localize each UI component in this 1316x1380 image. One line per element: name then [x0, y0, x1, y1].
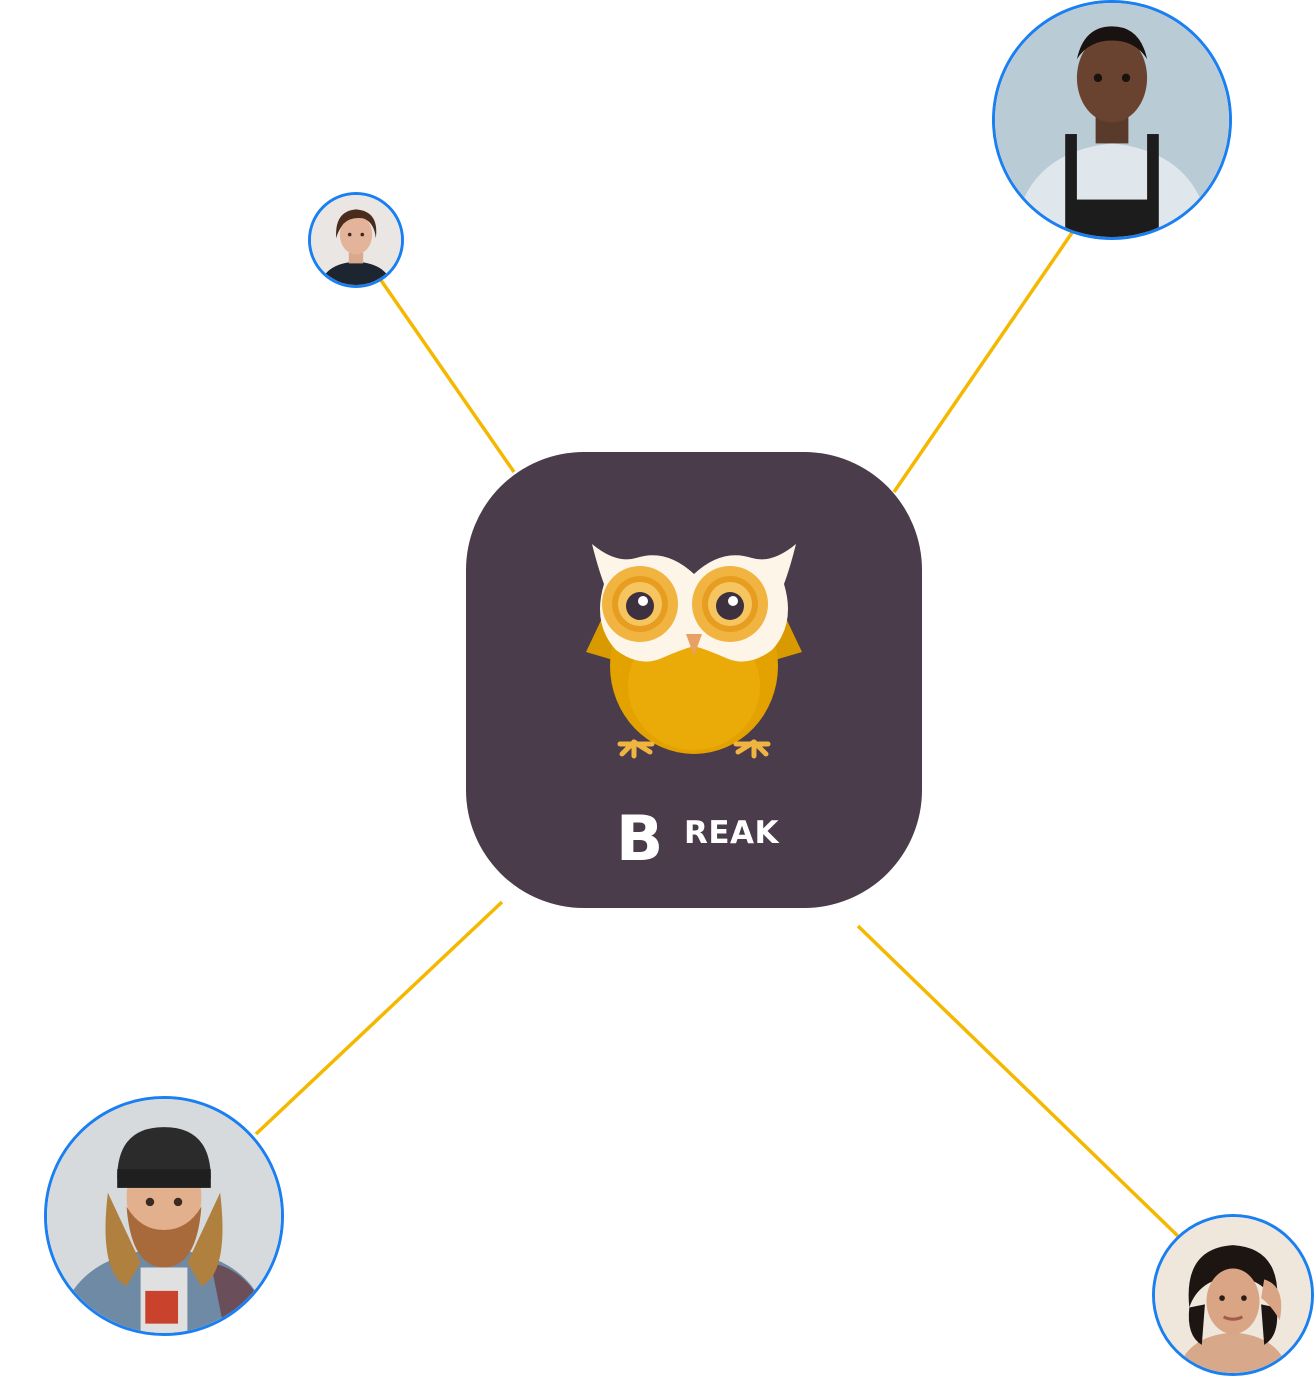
connector-line-bottom-right — [856, 924, 1184, 1242]
wordmark-text: REAK — [684, 815, 780, 851]
person-photo-icon — [47, 1099, 281, 1333]
wordmark-initial: B — [616, 802, 664, 875]
connector-line-top-right — [892, 223, 1080, 493]
user-avatar-man-overalls[interactable] — [992, 0, 1232, 240]
connector-line-bottom-left — [254, 900, 504, 1136]
connector-line-top-left — [376, 275, 516, 473]
person-photo-icon — [311, 195, 401, 285]
person-photo-icon — [1155, 1217, 1311, 1373]
person-photo-icon — [995, 3, 1229, 237]
break-app-logo-tile: B REAK — [466, 452, 922, 908]
user-avatar-young-man-long-hair[interactable] — [308, 192, 404, 288]
user-avatar-woman-dark-hair[interactable] — [1152, 1214, 1314, 1376]
owl-icon — [586, 544, 802, 759]
break-wordmark: B REAK — [616, 802, 786, 875]
user-avatar-bearded-man-beanie[interactable] — [44, 1096, 284, 1336]
